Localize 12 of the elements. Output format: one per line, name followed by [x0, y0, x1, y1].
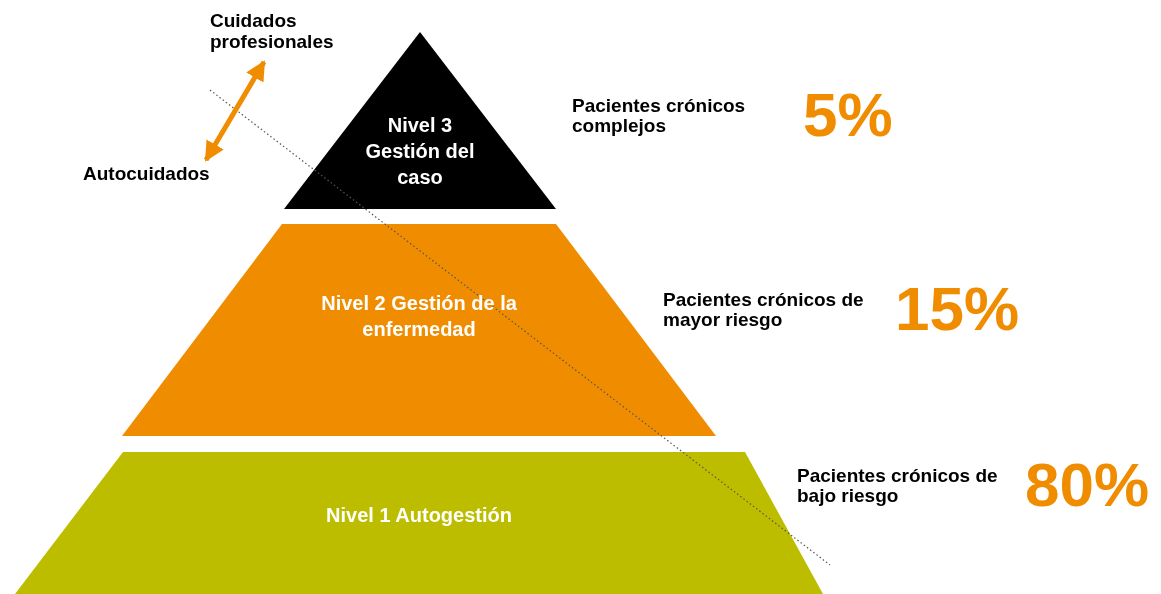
- text-label: Cuidados profesionales: [210, 10, 358, 58]
- tier-label: Nivel 2 Gestión de la enfermedad: [320, 291, 518, 342]
- tier-label: Nivel 3 Gestión del caso: [364, 113, 476, 190]
- percentage-label: 80%: [1025, 454, 1150, 516]
- patient-group-label: Pacientes crónicos de mayor riesgo: [663, 290, 865, 330]
- patient-group-label: Pacientes crónicos de bajo riesgo: [797, 466, 999, 506]
- patient-group-label: Pacientes crónicos complejos: [572, 96, 747, 136]
- percentage-label: 15%: [895, 278, 1020, 340]
- percentage-label: 5%: [803, 84, 893, 146]
- double-arrow: [203, 60, 267, 162]
- text-label: Autocuidados: [83, 163, 233, 185]
- tier-label: Nivel 1 Autogestión: [325, 503, 513, 528]
